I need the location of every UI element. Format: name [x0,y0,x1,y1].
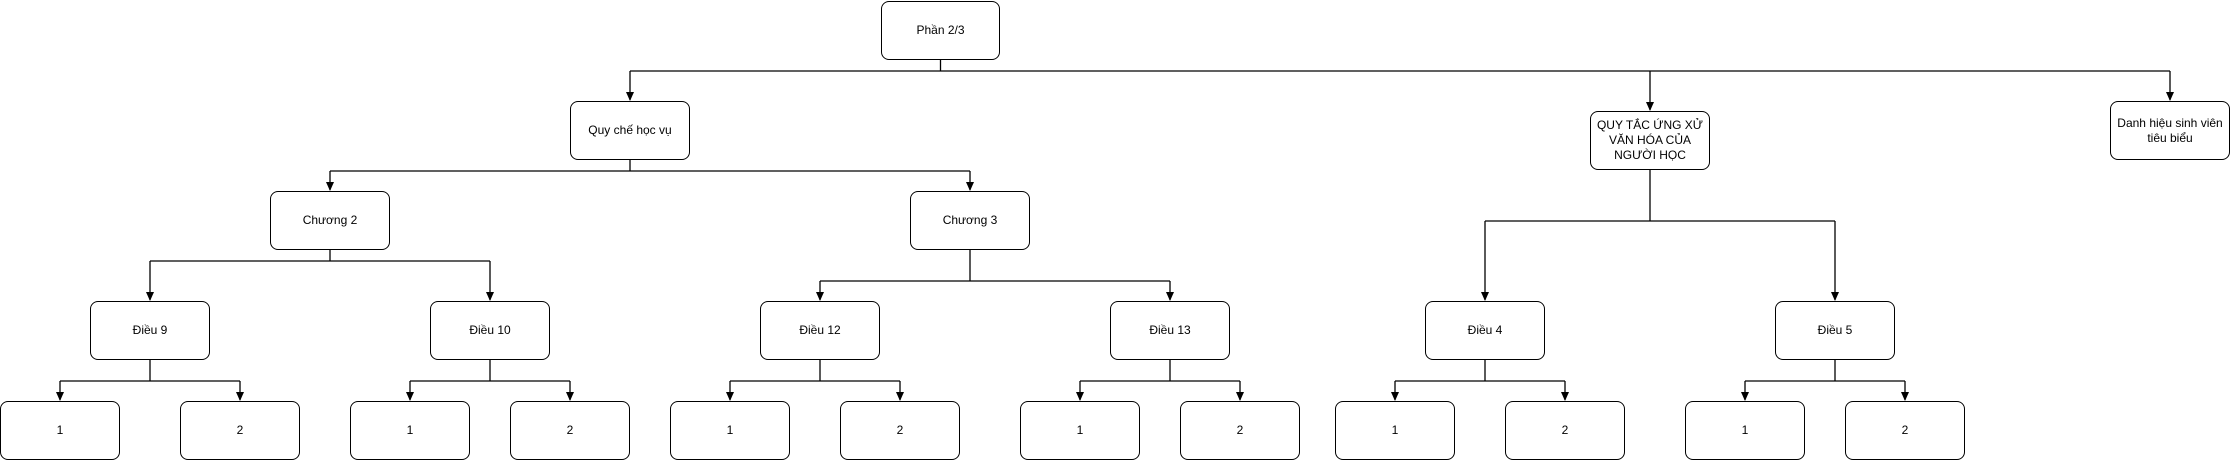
node-dieu-5-item-1[interactable]: 1 [1685,401,1805,460]
node-dieu-10-item-1[interactable]: 1 [350,401,470,460]
arrowhead [896,392,904,401]
node-chuong-2[interactable]: Chương 2 [270,191,390,250]
node-dieu-9-item-2[interactable]: 2 [180,401,300,460]
node-chuong-3-label: Chương 3 [942,213,998,227]
arrowhead [326,182,334,191]
node-leaf-label: 2 [236,423,244,437]
arrowhead [406,392,414,401]
arrowhead [1561,392,1569,401]
node-dieu-10-label: Điều 10 [469,323,511,337]
arrowhead [1646,102,1654,111]
arrowhead [146,292,154,301]
arrowhead [1481,292,1489,301]
arrowhead [726,392,734,401]
arrowhead [236,392,244,401]
node-leaf-label: 2 [566,423,574,437]
arrowhead [1831,292,1839,301]
node-leaf-label: 1 [1391,423,1399,437]
arrowhead [486,292,494,301]
node-dieu-12-item-2[interactable]: 2 [840,401,960,460]
node-dieu-4[interactable]: Điều 4 [1425,301,1545,360]
node-dieu-9[interactable]: Điều 9 [90,301,210,360]
arrowhead [816,292,824,301]
node-dieu-5-item-2[interactable]: 2 [1845,401,1965,460]
node-quy-che-label: Quy chế học vụ [588,123,672,137]
node-root[interactable]: Phần 2/3 [881,1,1000,60]
node-quy-che-hoc-vu[interactable]: Quy chế học vụ [570,101,690,160]
node-dieu-12[interactable]: Điều 12 [760,301,880,360]
node-dieu-9-label: Điều 9 [132,323,168,337]
node-leaf-label: 1 [56,423,64,437]
arrowhead [1741,392,1749,401]
node-dieu-5[interactable]: Điều 5 [1775,301,1895,360]
node-dieu-5-label: Điều 5 [1817,323,1853,337]
node-dieu-13[interactable]: Điều 13 [1110,301,1230,360]
node-dieu-10[interactable]: Điều 10 [430,301,550,360]
node-quy-tac-label: QUY TẮC ỨNG XỬ VĂN HÓA CỦA NGƯỜI HỌC [1596,118,1704,162]
node-leaf-label: 2 [1561,423,1569,437]
arrowhead [1166,292,1174,301]
node-leaf-label: 1 [1741,423,1749,437]
arrowhead [1901,392,1909,401]
node-dieu-4-item-1[interactable]: 1 [1335,401,1455,460]
arrowhead [1236,392,1244,401]
node-dieu-10-item-2[interactable]: 2 [510,401,630,460]
node-quy-tac-ung-xu[interactable]: QUY TẮC ỨNG XỬ VĂN HÓA CỦA NGƯỜI HỌC [1590,111,1710,170]
arrowhead [1076,392,1084,401]
node-leaf-label: 1 [726,423,734,437]
node-dieu-9-item-1[interactable]: 1 [0,401,120,460]
node-leaf-label: 2 [1236,423,1244,437]
arrowhead [966,182,974,191]
node-dieu-12-label: Điều 12 [799,323,841,337]
arrowhead [56,392,64,401]
node-danh-hieu-label: Danh hiệu sinh viên tiêu biểu [2117,115,2223,145]
node-chuong-3[interactable]: Chương 3 [910,191,1030,250]
node-leaf-label: 1 [406,423,414,437]
node-dieu-13-label: Điều 13 [1149,323,1191,337]
node-leaf-label: 1 [1076,423,1084,437]
node-leaf-label: 2 [1901,423,1909,437]
arrowhead [2166,92,2174,101]
arrowhead [626,92,634,101]
node-danh-hieu[interactable]: Danh hiệu sinh viên tiêu biểu [2110,101,2230,160]
node-dieu-12-item-1[interactable]: 1 [670,401,790,460]
node-chuong-2-label: Chương 2 [302,213,358,227]
arrowhead [566,392,574,401]
node-root-label: Phần 2/3 [916,23,965,37]
node-dieu-4-label: Điều 4 [1467,323,1503,337]
arrowhead [1391,392,1399,401]
node-dieu-13-item-2[interactable]: 2 [1180,401,1300,460]
node-dieu-4-item-2[interactable]: 2 [1505,401,1625,460]
node-leaf-label: 2 [896,423,904,437]
node-dieu-13-item-1[interactable]: 1 [1020,401,1140,460]
